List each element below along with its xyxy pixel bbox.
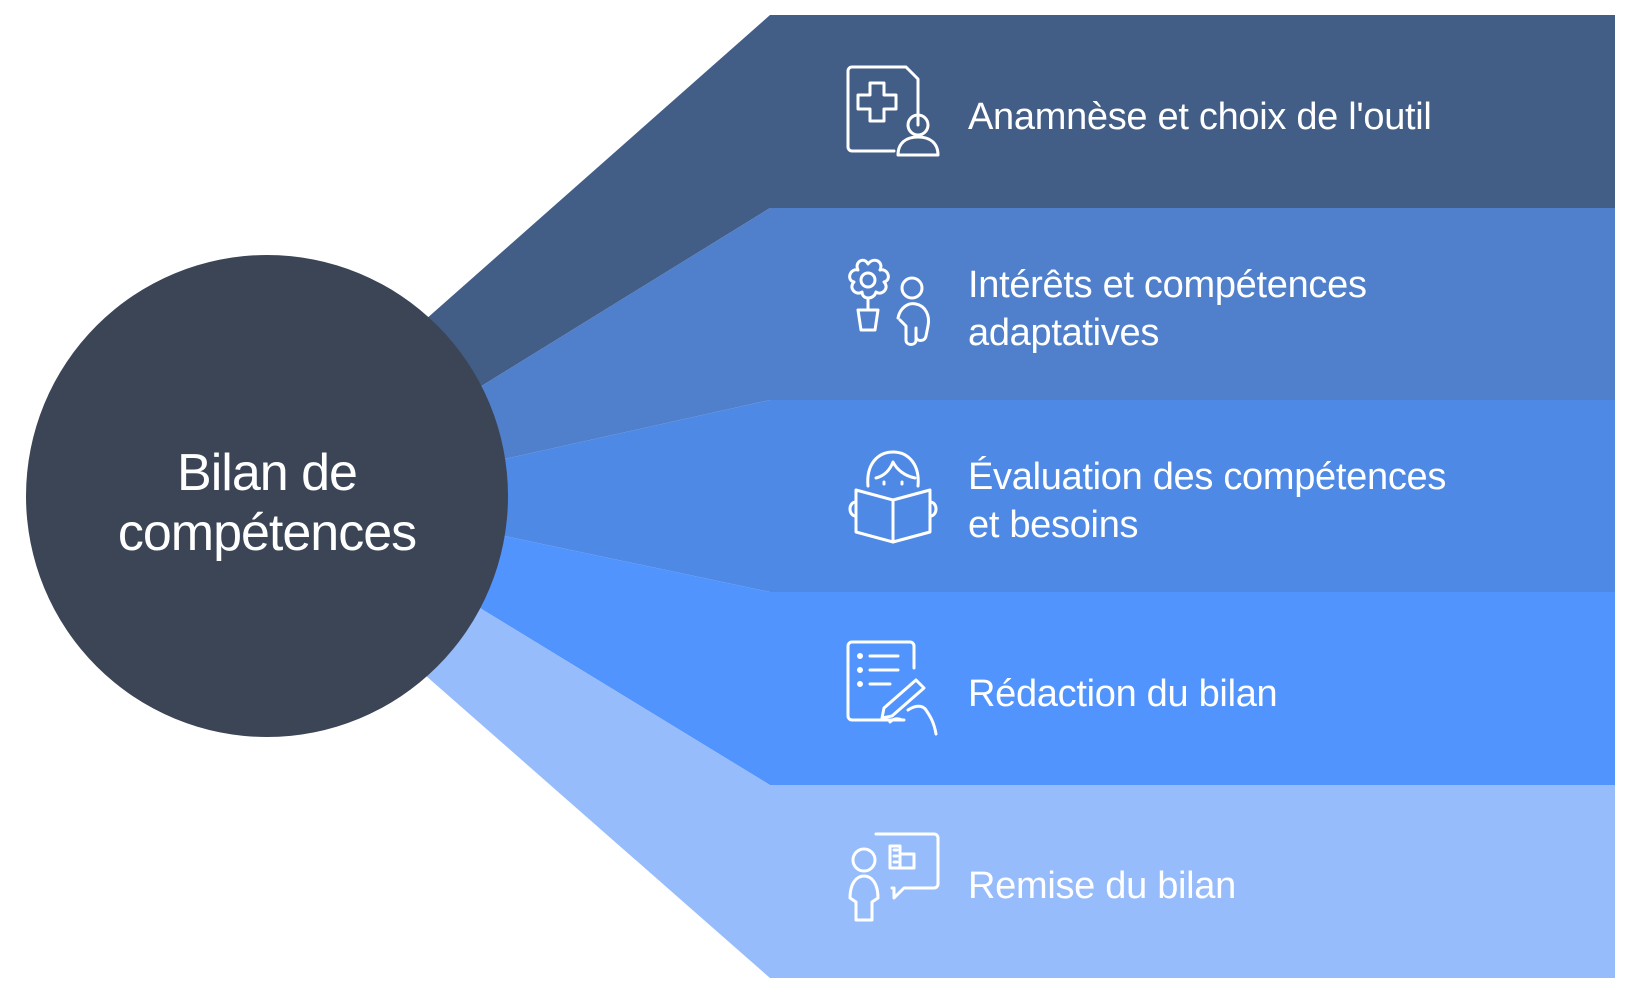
band-step-1: [425, 15, 1615, 390]
step-5-label-line-1: Remise du bilan: [968, 865, 1236, 907]
step-3-label-line-2: et besoins: [968, 504, 1138, 546]
medical-file-patient-icon: [846, 65, 940, 157]
person-reading-book-icon: [848, 450, 938, 544]
presenting-report-icon: [848, 832, 940, 922]
step-2-label-line-2: adaptatives: [968, 312, 1159, 354]
hub-circle: [26, 255, 508, 737]
band-step-3: [500, 400, 1615, 592]
writing-report-icon: [846, 640, 938, 736]
flower-child-icon: [848, 258, 930, 346]
step-labels: Anamnèse et choix de l'outil Intérêts et…: [968, 96, 1446, 907]
band-step-5: [425, 605, 1615, 978]
step-3-label-line-1: Évaluation des compétences: [968, 455, 1446, 498]
step-bands: [425, 15, 1615, 978]
step-4-label-line-1: Rédaction du bilan: [968, 673, 1277, 715]
hub-title-line-1: Bilan de: [177, 444, 357, 502]
hub-title-line-2: compétences: [118, 504, 416, 562]
band-step-4: [475, 535, 1615, 785]
band-step-2: [475, 208, 1615, 460]
step-1-label-line-1: Anamnèse et choix de l'outil: [968, 96, 1432, 138]
step-2-label-line-1: Intérêts et compétences: [968, 264, 1367, 306]
